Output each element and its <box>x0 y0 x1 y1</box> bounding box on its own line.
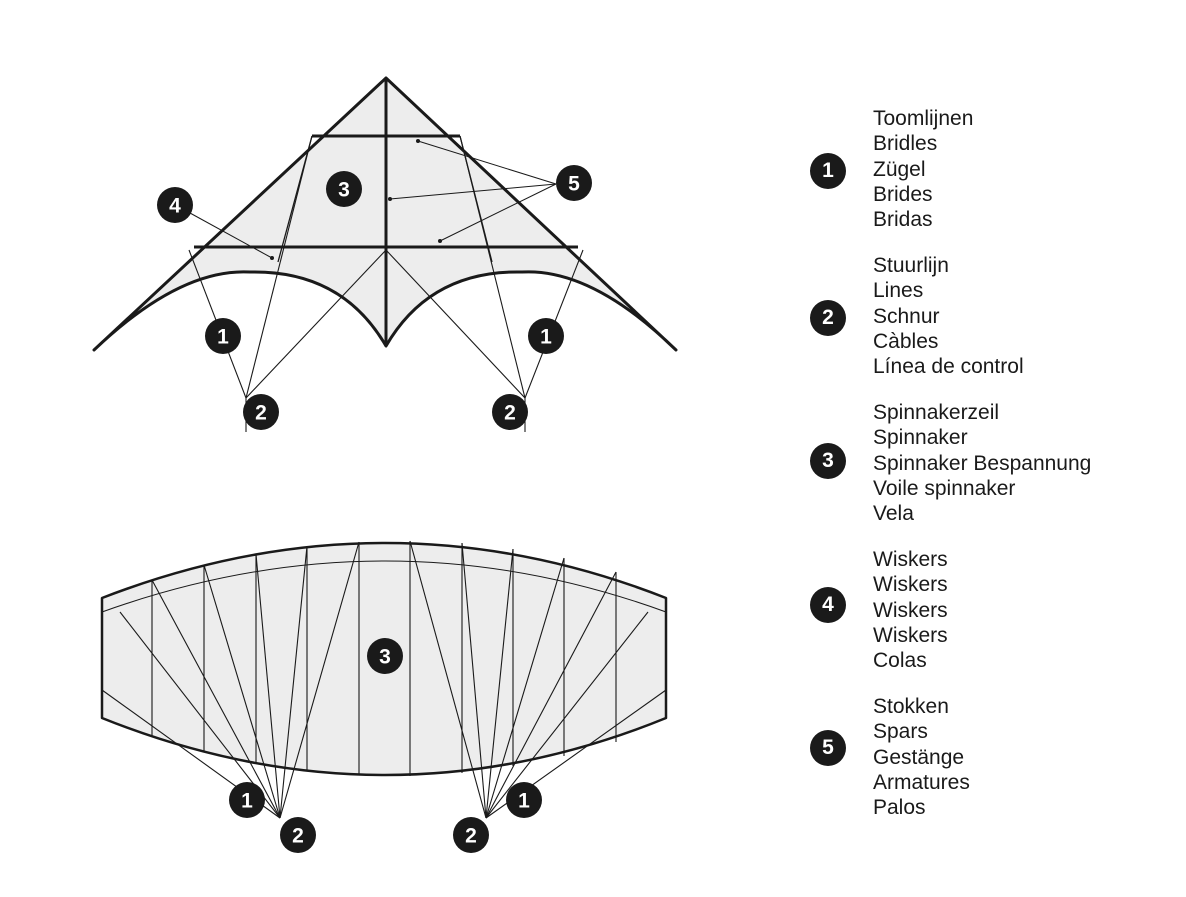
marker-lines-delta-left: 2 <box>243 394 279 430</box>
legend-label: Spars <box>873 720 928 744</box>
legend-label: Stokken <box>873 695 949 718</box>
legend-label: Spinnaker Bespannung <box>873 451 1092 475</box>
legend-group-lines: 2 Stuurlijn Lines Schnur Càbles Línea de… <box>808 253 1178 400</box>
legend-number-badge: 3 <box>810 443 846 479</box>
marker-lines-delta-right: 2 <box>492 394 528 430</box>
legend-group-spars: 5 Stokken Spars Gestänge Armatures Palos <box>808 694 1178 841</box>
legend-group-spinnaker: 3 Spinnakerzeil Spinnaker Spinnaker Besp… <box>808 400 1178 547</box>
svg-text:1: 1 <box>241 790 253 813</box>
legend-label: Wiskers <box>873 598 948 622</box>
legend-label: Bridas <box>873 208 933 232</box>
svg-text:3: 3 <box>379 646 391 669</box>
legend-label: Palos <box>873 796 926 820</box>
legend-label-list: Spinnakerzeil Spinnaker Spinnaker Bespan… <box>873 400 1091 526</box>
svg-text:5: 5 <box>568 173 580 196</box>
svg-text:1: 1 <box>518 790 530 813</box>
marker-lines-foil-left: 2 <box>280 817 316 853</box>
legend-number-badge: 4 <box>810 587 846 623</box>
legend-group-wiskers: 4 Wiskers Wiskers Wiskers Wiskers Colas <box>808 547 1178 694</box>
legend-label: Schnur <box>873 304 940 328</box>
legend-label: Armatures <box>873 770 970 794</box>
foil-kite <box>100 540 668 819</box>
legend-label: Càbles <box>873 329 939 353</box>
legend-label: Wiskers <box>873 623 948 647</box>
legend-number-badge: 5 <box>810 730 846 766</box>
legend-number-badge: 2 <box>810 300 846 336</box>
marker-wiskers: 4 <box>157 187 193 223</box>
legend-label: Spinnakerzeil <box>873 401 1000 424</box>
legend-label: Vela <box>873 502 914 526</box>
legend-label: Línea de control <box>873 355 1024 379</box>
svg-text:2: 2 <box>255 402 267 425</box>
legend: 1 Toomlijnen Bridles Zügel Brides Bridas… <box>808 106 1178 841</box>
legend-label-list: Stokken Spars Gestänge Armatures Palos <box>873 694 970 820</box>
delta-kite-leaders <box>189 140 557 259</box>
legend-label: Stuurlijn <box>873 254 949 277</box>
legend-label: Brides <box>873 182 933 206</box>
marker-lines-foil-right: 2 <box>453 817 489 853</box>
marker-spars: 5 <box>556 165 592 201</box>
marker-bridles-delta-right: 1 <box>528 318 564 354</box>
legend-label: Bridles <box>873 132 938 156</box>
delta-kite-leader-dots <box>270 139 442 260</box>
legend-label: Colas <box>873 649 927 673</box>
legend-label: Gestänge <box>873 745 965 769</box>
legend-number-badge: 1 <box>810 153 846 189</box>
legend-label: Voile spinnaker <box>873 476 1016 500</box>
legend-label: Lines <box>873 279 924 303</box>
legend-label-list: Toomlijnen Bridles Zügel Brides Bridas <box>873 106 973 232</box>
legend-label: Wiskers <box>873 573 948 597</box>
legend-label-list: Wiskers Wiskers Wiskers Wiskers Colas <box>873 547 948 673</box>
legend-group-bridles: 1 Toomlijnen Bridles Zügel Brides Bridas <box>808 106 1178 253</box>
marker-spinnaker-foil: 3 <box>367 638 403 674</box>
legend-label: Wiskers <box>873 548 948 571</box>
svg-text:3: 3 <box>338 179 350 202</box>
marker-bridles-delta-left: 1 <box>205 318 241 354</box>
delta-kite <box>92 76 678 432</box>
legend-label: Zügel <box>873 157 926 181</box>
legend-label: Toomlijnen <box>873 107 974 130</box>
svg-text:2: 2 <box>292 825 304 848</box>
legend-label: Spinnaker <box>873 426 968 450</box>
svg-text:1: 1 <box>540 326 552 349</box>
legend-label-list: Stuurlijn Lines Schnur Càbles Línea de c… <box>873 253 1024 379</box>
marker-bridles-foil-left: 1 <box>229 782 265 818</box>
delta-kite-spars <box>194 78 578 346</box>
marker-spinnaker-delta: 3 <box>326 171 362 207</box>
svg-text:1: 1 <box>217 326 229 349</box>
svg-text:4: 4 <box>169 195 181 218</box>
svg-text:2: 2 <box>504 402 516 425</box>
svg-text:2: 2 <box>465 825 477 848</box>
marker-bridles-foil-right: 1 <box>506 782 542 818</box>
foil-kite-inner-edge <box>101 560 667 613</box>
